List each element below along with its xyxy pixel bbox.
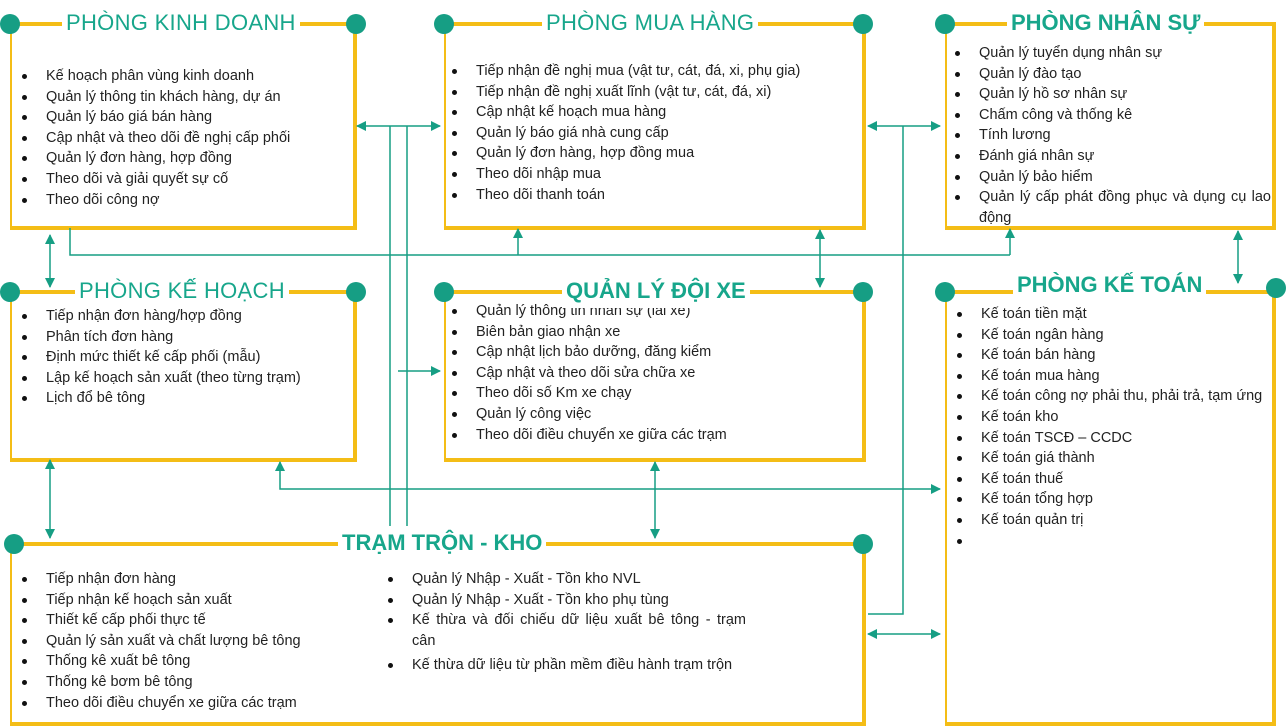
node-dot [434,282,454,302]
node-dot [434,14,454,34]
list-item: Kế toán giá thành [953,448,1271,469]
node-dot [4,534,24,554]
list-item: Chấm công và thống kê [951,105,1271,126]
list-item: Đánh giá nhân sự [951,146,1271,167]
list-item: Thống kê xuất bê tông [18,651,378,672]
list-item: Quản lý đơn hàng, hợp đồng mua [448,143,858,164]
list-item: Lập kế hoạch sản xuất (theo từng trạm) [18,368,348,389]
box-phong-kinh-doanh: PHÒNG KINH DOANH Kế hoạch phân vùng kinh… [10,6,357,230]
box-phong-mua-hang: PHÒNG MUA HÀNG Tiếp nhận đề nghị mua (vậ… [444,6,866,230]
list-item: Theo dõi và giải quyết sự cố [18,169,348,190]
list-item: Tiếp nhận đơn hàng/hợp đồng [18,306,348,327]
list-item: Kế toán công nợ phải thu, phải trả, tạm … [953,386,1271,407]
list-phong-ke-toan: Kế toán tiền mặt Kế toán ngân hàng Kế to… [953,304,1271,551]
list-tram-tron-right: Quản lý Nhập - Xuất - Tồn kho NVL Quản l… [384,569,746,676]
list-item: Quản lý sản xuất và chất lượng bê tông [18,631,378,652]
list-item: Cập nhật và theo dõi đề nghị cấp phối [18,128,348,149]
title-phong-ke-hoach: PHÒNG KẾ HOẠCH [75,274,289,308]
list-item: Quản lý Nhập - Xuất - Tồn kho phụ tùng [384,590,746,611]
list-item: Quản lý Nhập - Xuất - Tồn kho NVL [384,569,746,590]
list-item: Quản lý thông tin khách hàng, dự án [18,87,348,108]
list-item: Biên bản giao nhận xe [448,322,858,343]
list-item: Cập nhật kế hoạch mua hàng [448,102,858,123]
box-quan-ly-doi-xe: QUẢN LÝ ĐỘI XE Quản lý thông tin nhân sự… [444,274,866,462]
list-item: Phân tích đơn hàng [18,327,348,348]
list-item: Thiết kế cấp phối thực tế [18,610,378,631]
title-tram-tron-kho: TRẠM TRỘN - KHO [338,526,547,560]
list-item: Kế toán tổng hợp [953,489,1271,510]
list-item: Tính lương [951,125,1271,146]
node-dot [0,14,20,34]
list-item: Định mức thiết kế cấp phối (mẫu) [18,347,348,368]
list-item: Lịch đổ bê tông [18,388,348,409]
list-item: Kế hoạch phân vùng kinh doanh [18,66,348,87]
list-item: Quản lý hồ sơ nhân sự [951,84,1271,105]
title-phong-ke-toan: PHÒNG KẾ TOÁN [1013,268,1207,302]
list-item: Quản lý tuyển dụng nhân sự [951,43,1271,64]
title-phong-nhan-su: PHÒNG NHÂN SỰ [1007,6,1205,40]
title-phong-mua-hang: PHÒNG MUA HÀNG [542,6,759,40]
connector-right-bus [868,126,904,615]
list-item [953,531,1271,551]
node-dot [935,282,955,302]
title-phong-kinh-doanh: PHÒNG KINH DOANH [62,6,300,40]
list-phong-mua-hang: Tiếp nhận đề nghị mua (vật tư, cát, đá, … [448,61,858,205]
list-item: Quản lý báo giá bán hàng [18,107,348,128]
list-item: Thống kê bơm bê tông [18,672,378,693]
title-quan-ly-doi-xe: QUẢN LÝ ĐỘI XE [562,274,750,308]
connector-kinhdoanh-bus [69,228,1010,256]
list-item: Theo dõi công nợ [18,190,348,211]
list-item: Tiếp nhận đề nghị xuất lĩnh (vật tư, cát… [448,82,858,103]
list-item: Kế thừa dữ liệu từ phần mềm điều hành tr… [384,655,746,676]
box-phong-ke-hoach: PHÒNG KẾ HOẠCH Tiếp nhận đơn hàng/hợp đồ… [10,274,357,462]
node-dot [853,14,873,34]
list-item: Quản lý đào tạo [951,64,1271,85]
list-item: Kế toán tiền mặt [953,304,1271,325]
box-tram-tron-kho: TRẠM TRỘN - KHO Tiếp nhận đơn hàng Tiếp … [10,526,866,726]
list-phong-ke-hoach: Tiếp nhận đơn hàng/hợp đồng Phân tích đơ… [18,306,348,409]
list-item: Tiếp nhận đề nghị mua (vật tư, cát, đá, … [448,61,858,82]
list-item: Theo dõi số Km xe chạy [448,383,858,404]
node-dot [0,282,20,302]
list-item: Kế toán bán hàng [953,345,1271,366]
box-phong-nhan-su: PHÒNG NHÂN SỰ Quản lý tuyển dụng nhân sự… [945,6,1276,230]
list-item: Kế toán TSCĐ – CCDC [953,428,1271,449]
list-item: Kế toán quản trị [953,510,1271,531]
list-item: Quản lý công việc [448,404,858,425]
list-item: Tiếp nhận kế hoạch sản xuất [18,590,378,611]
node-dot [935,14,955,34]
list-item: Kế toán thuế [953,469,1271,490]
list-item: Quản lý đơn hàng, hợp đồng [18,148,348,169]
list-phong-nhan-su: Quản lý tuyển dụng nhân sự Quản lý đào t… [951,43,1271,228]
list-item: Cập nhật lịch bảo dưỡng, đăng kiểm [448,342,858,363]
list-item: Kế thừa và đối chiếu dữ liệu xuất bê tôn… [384,610,746,651]
connector-kehoach-ketoan [275,461,941,494]
list-item: Quản lý cấp phát đồng phục và dụng cụ la… [951,187,1271,228]
list-item: Kế toán kho [953,407,1271,428]
list-quan-ly-doi-xe: Quản lý thông tin nhân sự (lái xe) Biên … [448,301,858,445]
list-item: Theo dõi điều chuyển xe giữa các trạm [448,425,858,446]
box-phong-ke-toan: PHÒNG KẾ TOÁN Kế toán tiền mặt Kế toán n… [945,268,1276,726]
list-item: Kế toán ngân hàng [953,325,1271,346]
list-item: Tiếp nhận đơn hàng [18,569,378,590]
list-item: Theo dõi thanh toán [448,185,858,206]
node-dot [346,14,366,34]
list-item: Theo dõi nhập mua [448,164,858,185]
list-item: Theo dõi điều chuyển xe giữa các trạm [18,693,378,714]
list-item: Quản lý báo giá nhà cung cấp [448,123,858,144]
list-phong-kinh-doanh: Kế hoạch phân vùng kinh doanh Quản lý th… [18,66,348,210]
list-item: Quản lý bảo hiểm [951,167,1271,188]
node-dot [853,534,873,554]
node-dot [346,282,366,302]
node-dot [1266,278,1286,298]
list-item: Kế toán mua hàng [953,366,1271,387]
list-item: Cập nhật và theo dõi sửa chữa xe [448,363,858,384]
node-dot [853,282,873,302]
list-tram-tron-left: Tiếp nhận đơn hàng Tiếp nhận kế hoạch sả… [18,569,378,713]
